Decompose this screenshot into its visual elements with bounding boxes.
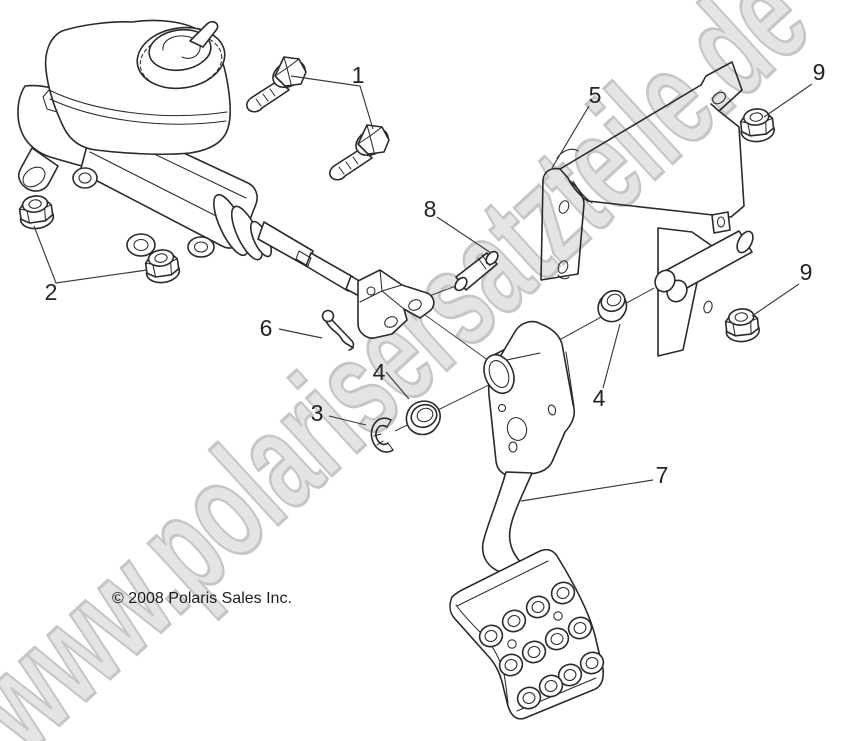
callout-leader-3: [328, 415, 367, 426]
pedal-bushing-left: [405, 400, 441, 436]
reservoir-cap: [136, 21, 226, 90]
flange-nut-9b: [723, 306, 762, 344]
brake-pedal: [449, 320, 608, 720]
cotter-pin: [321, 309, 355, 351]
callout-label-8: 8: [424, 196, 437, 222]
copyright-text: © 2008 Polaris Sales Inc.: [112, 590, 292, 607]
push-rod-clevis: [357, 269, 435, 339]
callout-leader-8: [436, 216, 492, 254]
pedal-bushing-right: [597, 289, 628, 323]
callout-label-9: 9: [813, 59, 826, 85]
mounting-bracket: [540, 61, 745, 281]
callout-leader-9: [751, 283, 800, 317]
callout-label-1: 1: [352, 62, 365, 88]
callout-leader-6: [278, 328, 323, 339]
outlet-port: [18, 147, 59, 192]
callout-label-2: 2: [45, 279, 58, 305]
callout-label-3: 3: [311, 400, 324, 426]
pedal-treads: [475, 578, 608, 713]
piston-boot: [213, 193, 273, 261]
e-clip: [370, 417, 394, 453]
mounting-bolt-1a: [246, 54, 311, 113]
callout-leader-9: [763, 83, 813, 118]
callout-leader-5: [551, 105, 590, 169]
callout-label-5: 5: [589, 82, 602, 108]
master-cylinder-assembly: [17, 19, 435, 339]
push-rod: [257, 221, 367, 298]
callout-label-7: 7: [656, 462, 669, 488]
callout-leader-2: [33, 225, 148, 284]
pedal-pivot-pin: [654, 230, 754, 303]
pedal-arm: [481, 471, 533, 573]
pedal-pivot-hub: [483, 353, 515, 395]
callout-leader-7: [520, 479, 654, 502]
mounting-bolt-1b: [329, 122, 394, 181]
port-bosses: [72, 167, 215, 258]
callout-label-9: 9: [800, 259, 813, 285]
callout-leader-1: [290, 75, 374, 130]
callout-label-4: 4: [373, 359, 386, 385]
clevis-pin: [454, 250, 499, 292]
callout-label-4: 4: [593, 385, 606, 411]
callout-leader-4: [602, 323, 621, 389]
callout-label-6: 6: [260, 315, 273, 341]
callout-layer: 1 2 3 4 4 5 6 7 8 9 9: [33, 59, 826, 502]
callout-leader-4: [385, 371, 410, 400]
flange-nut-2a: [16, 193, 56, 232]
